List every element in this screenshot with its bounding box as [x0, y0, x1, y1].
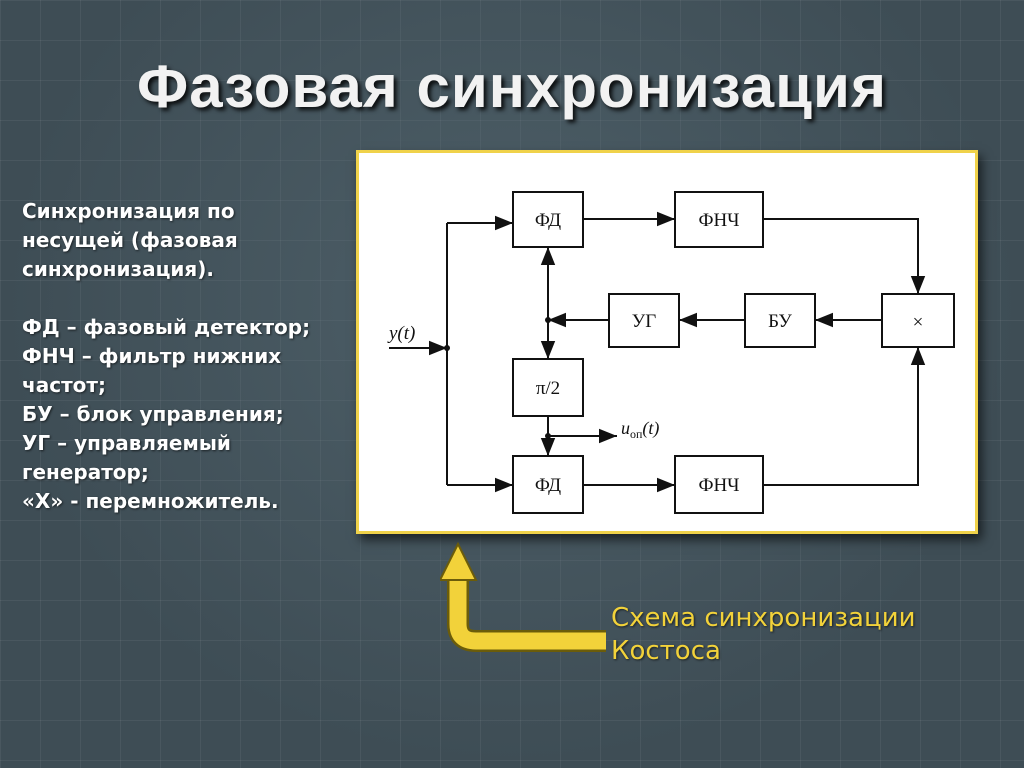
output-label: uоп(t) [621, 418, 659, 441]
output-label-main: u [621, 418, 630, 438]
caption-line-1: Схема синхронизации [611, 603, 916, 633]
fnch-top-to-multiplier [763, 218, 926, 294]
slide-title: Фазовая синхронизация [137, 53, 887, 120]
intro-line-1: Синхронизация по [22, 199, 235, 223]
label-fd-bottom: ФД [535, 475, 561, 496]
block-ug [608, 293, 680, 348]
definition-ug: УГ – управляемый генератор; [22, 431, 231, 484]
label-fd-top: ФД [535, 210, 561, 231]
fnch-bottom-to-multiplier [763, 347, 926, 486]
junction-dot [545, 317, 551, 323]
label-fnch-top: ФНЧ [698, 210, 739, 231]
figure-caption: Схема синхронизации Костоса [611, 602, 991, 668]
caption-line-2: Костоса [611, 636, 721, 666]
caption-arrow [440, 541, 606, 652]
input-label: y(t) [387, 323, 415, 344]
description-text: Синхронизация по несущей (фазовая синхро… [22, 197, 332, 516]
intro-line-3: синхронизация). [22, 257, 215, 281]
label-multiplier: × [913, 312, 924, 333]
split-dot [444, 345, 450, 351]
intro-line-2: несущей (фазовая [22, 228, 238, 252]
definition-multiplier: «Х» - перемножитель. [22, 489, 279, 513]
block-fd-top [512, 191, 584, 248]
label-ug: УГ [632, 311, 656, 332]
block-fd-bottom [512, 455, 584, 514]
block-fnch-top [674, 191, 764, 248]
costas-loop-figure: ФД ФНЧ УГ БУ × π/2 ФД ФНЧ y(t) uоп(t) [356, 150, 978, 534]
label-phase-shift: π/2 [536, 378, 560, 399]
block-phase-shift [512, 358, 584, 417]
definition-bu: БУ – блок управления; [22, 402, 284, 426]
label-bu: БУ [768, 311, 792, 332]
label-fnch-bottom: ФНЧ [698, 475, 739, 496]
output-label-sub: оп [630, 427, 643, 441]
reference-dot [545, 433, 551, 439]
definition-fd: ФД – фазовый детектор; [22, 315, 311, 339]
output-label-arg: (t) [642, 418, 659, 439]
definition-fnch: ФНЧ – фильтр нижних частот; [22, 344, 282, 397]
costas-loop-diagram: ФД ФНЧ УГ БУ × π/2 ФД ФНЧ y(t) uоп(t) [387, 191, 955, 514]
